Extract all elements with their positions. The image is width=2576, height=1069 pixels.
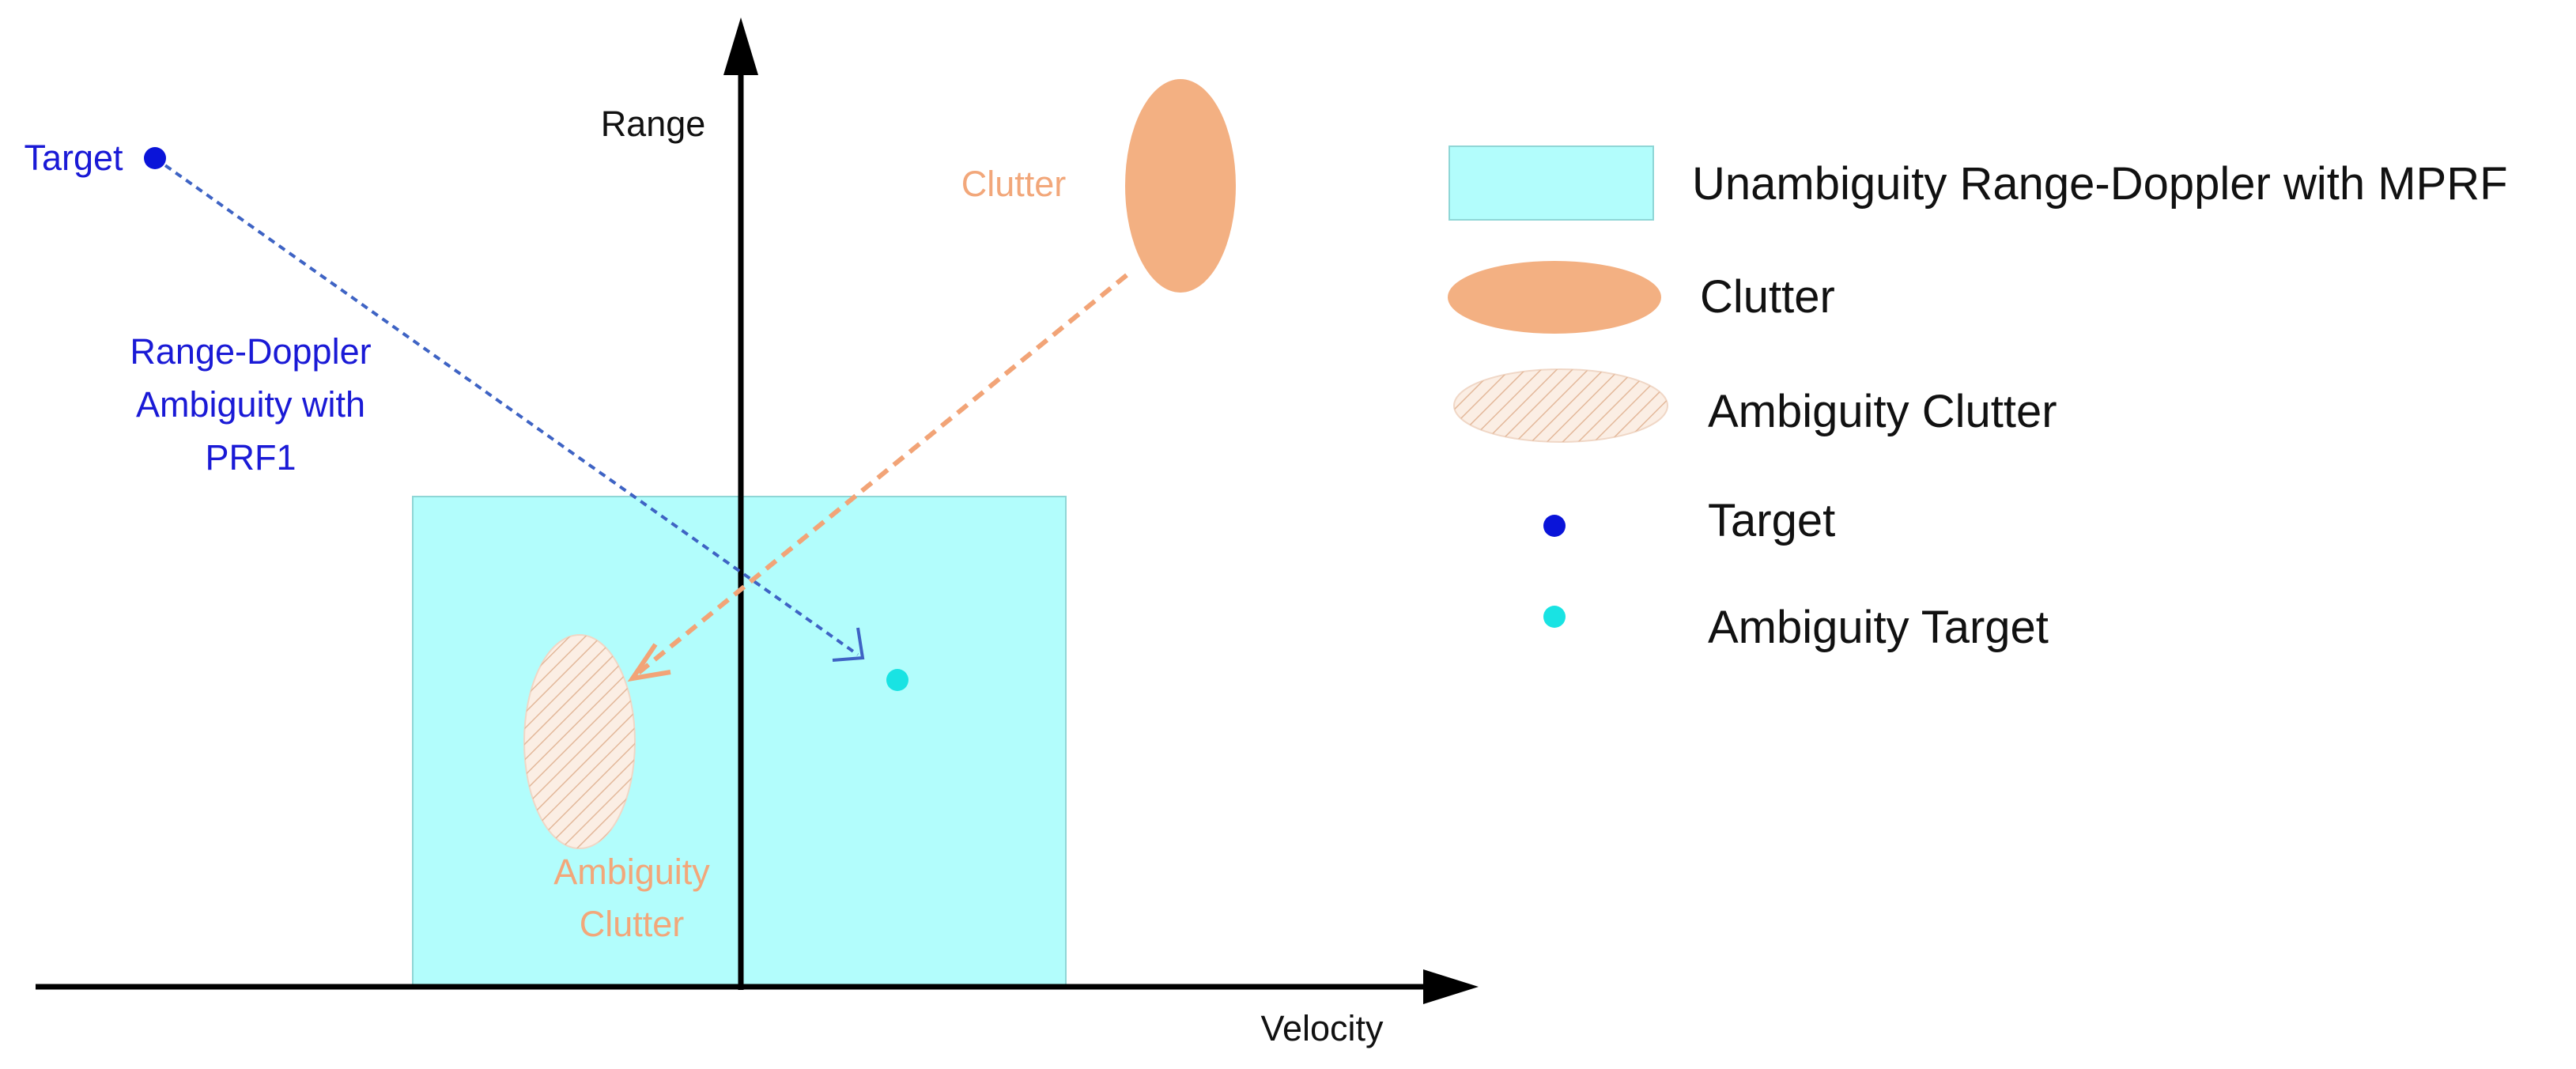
legend-swatch-unambiguity-region <box>1449 145 1654 221</box>
x-axis-label: Velocity <box>1260 1008 1384 1048</box>
legend-label-unambiguity-region: Unambiguity Range-Doppler with MPRF <box>1692 158 2508 210</box>
target-dot <box>144 147 166 169</box>
y-axis-arrowhead <box>723 17 758 75</box>
ambiguity-clutter-label-line-2: Clutter <box>580 904 685 944</box>
ambiguity-prf1-line-2: Ambiguity with <box>136 384 365 425</box>
legend-label-ambiguity-target: Ambiguity Target <box>1708 602 2049 653</box>
target-ambiguity-arrow <box>153 157 859 656</box>
target-ambiguity-arrowhead <box>832 627 865 662</box>
clutter-ambiguity-arrowhead <box>627 643 671 682</box>
clutter-ellipse <box>1125 79 1236 293</box>
ambiguity-prf1-line-3: PRF1 <box>205 437 296 478</box>
x-axis-arrowhead <box>1423 969 1479 1004</box>
legend-swatch-ambiguity-clutter-hatch <box>1454 369 1668 442</box>
clutter-label: Clutter <box>961 164 1067 204</box>
legend-label-target: Target <box>1708 495 1835 546</box>
legend-label-ambiguity-clutter: Ambiguity Clutter <box>1708 386 2057 437</box>
legend-swatch-target <box>1543 515 1566 537</box>
ambiguity-prf1-line-1: Range-Doppler <box>130 331 371 372</box>
y-axis-label: Range <box>601 104 706 144</box>
ambiguity-clutter-label-line-1: Ambiguity <box>553 852 710 892</box>
target-label: Target <box>24 138 123 178</box>
legend-swatch-clutter <box>1448 261 1661 334</box>
legend-label-clutter: Clutter <box>1700 271 1835 323</box>
ambiguity-clutter-hatch <box>524 635 635 848</box>
legend-swatch-ambiguity-target <box>1543 606 1566 628</box>
legend: Unambiguity Range-Doppler with MPRF Clut… <box>1448 145 2508 653</box>
clutter-ambiguity-arrow <box>635 273 1128 677</box>
ambiguity-target-dot <box>886 669 908 691</box>
